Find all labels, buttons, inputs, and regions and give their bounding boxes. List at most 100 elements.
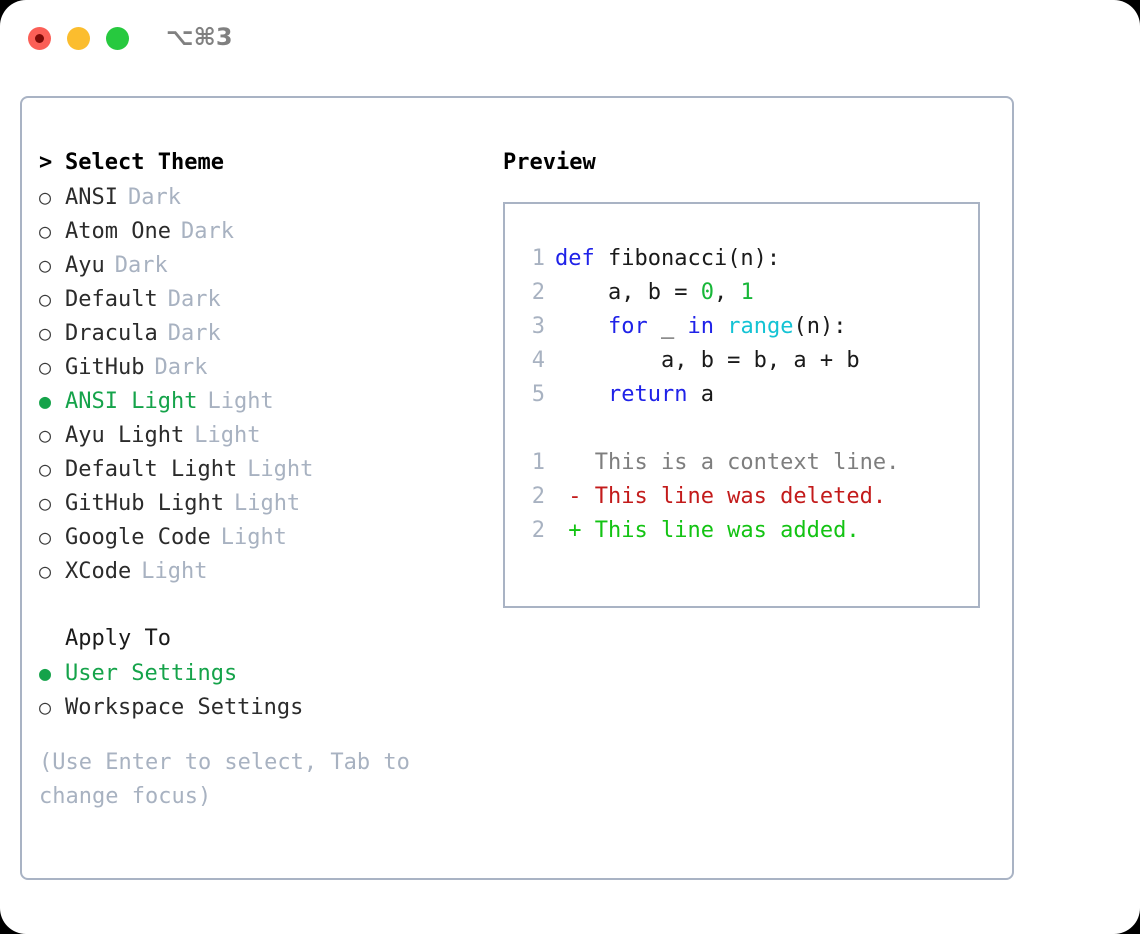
code-token-kw: def: [555, 246, 608, 271]
code-token-kw: return: [607, 382, 688, 407]
code-token-txt: fibonacci(n):: [607, 246, 781, 271]
apply-to-option-workspace-settings[interactable]: ○ Workspace Settings: [39, 690, 489, 724]
close-button[interactable]: [28, 27, 51, 50]
theme-option-variant: Dark: [180, 219, 234, 244]
minimize-button[interactable]: [67, 27, 90, 50]
theme-option-label: GitHub Light: [65, 491, 224, 516]
code-token-txt: (n):: [793, 314, 847, 339]
theme-option-variant: Dark: [127, 185, 181, 210]
maximize-button[interactable]: [106, 27, 129, 50]
preview-column: Preview 1 def fibonacci(n): 2 a, b = 0, 1 3…: [503, 146, 993, 608]
line-number: 2: [531, 518, 545, 543]
code-token-kw: for: [607, 314, 648, 339]
line-number: 2: [531, 280, 545, 305]
theme-option-variant: Dark: [167, 321, 221, 346]
select-theme-title: Select Theme: [65, 150, 224, 175]
code-line: 2 a, b = 0, 1: [519, 276, 978, 310]
line-number: 1: [531, 450, 545, 475]
window-titlebar: ⌥⌘3: [0, 0, 1140, 78]
theme-option-atom-one[interactable]: ○ Atom One Dark: [39, 214, 489, 248]
theme-option-ansi[interactable]: ○ ANSI Dark: [39, 180, 489, 214]
radio-unselected-icon: ○: [39, 457, 52, 481]
theme-option-label: Default: [65, 287, 158, 312]
theme-option-ayu[interactable]: ○ Ayu Dark: [39, 248, 489, 282]
theme-option-label: ANSI Light: [65, 389, 198, 414]
radio-unselected-icon: ○: [39, 219, 52, 243]
keyboard-shortcut-label: ⌥⌘3: [166, 23, 233, 51]
radio-selected-icon: ●: [39, 389, 52, 413]
apply-to-title: Apply To: [65, 626, 171, 651]
theme-option-default[interactable]: ○ Default Dark: [39, 282, 489, 316]
code-token-add: + This line was added.: [555, 518, 860, 543]
prompt-marker-icon: >: [39, 150, 53, 175]
theme-option-label: Dracula: [65, 321, 158, 346]
diff-line: 1 This is a context line.: [519, 446, 978, 480]
theme-option-label: GitHub: [65, 355, 145, 380]
theme-option-variant: Dark: [167, 287, 221, 312]
code-token-txt: [555, 382, 608, 407]
theme-option-label: XCode: [65, 559, 132, 584]
diff-line: 2 - This line was deleted.: [519, 480, 978, 514]
theme-option-google-code[interactable]: ○ Google Code Light: [39, 520, 489, 554]
theme-option-label: Google Code: [65, 525, 211, 550]
diff-sample: 1 This is a context line.2 - This line w…: [519, 446, 978, 548]
radio-unselected-icon: ○: [39, 559, 52, 583]
apply-to-header: Apply To: [39, 622, 489, 656]
theme-option-variant: Light: [207, 389, 274, 414]
theme-option-label: Atom One: [65, 219, 171, 244]
code-line: 1 def fibonacci(n):: [519, 242, 978, 276]
theme-option-label: Default Light: [65, 457, 238, 482]
code-token-txt: [714, 314, 727, 339]
theme-option-variant: Light: [141, 559, 208, 584]
radio-unselected-icon: ○: [39, 423, 52, 447]
line-number: 5: [531, 382, 545, 407]
theme-option-variant: Light: [247, 457, 314, 482]
radio-unselected-icon: ○: [39, 525, 52, 549]
section-spacer: [39, 588, 489, 622]
radio-unselected-icon: ○: [39, 185, 52, 209]
code-token-txt: _: [647, 314, 688, 339]
code-token-txt: a, b =: [555, 280, 701, 305]
code-line: 4 a, b = b, a + b: [519, 344, 978, 378]
code-sample: 1 def fibonacci(n): 2 a, b = 0, 1 3 for _ i…: [519, 242, 978, 412]
select-theme-header: > Select Theme: [39, 146, 489, 180]
radio-unselected-icon: ○: [39, 695, 52, 719]
apply-to-option-label: User Settings: [65, 661, 238, 686]
preview-title: Preview: [503, 150, 596, 175]
theme-option-variant: Dark: [114, 253, 168, 278]
theme-option-variant: Light: [233, 491, 301, 516]
theme-option-github-light[interactable]: ○ GitHub Light Light: [39, 486, 489, 520]
code-token-fn: range: [727, 314, 794, 339]
code-token-num: 0: [700, 280, 714, 305]
code-token-kw: in: [687, 314, 714, 339]
radio-unselected-icon: ○: [39, 491, 52, 515]
diff-line: 2 + This line was added.: [519, 514, 978, 548]
line-number: 1: [531, 246, 545, 271]
apply-to-option-label: Workspace Settings: [65, 695, 304, 720]
theme-option-label: Ayu: [65, 253, 105, 278]
theme-option-label: ANSI: [65, 185, 118, 210]
radio-unselected-icon: ○: [39, 287, 52, 311]
code-diff-gap: [519, 412, 978, 446]
apply-to-option-user-settings[interactable]: ●User Settings: [39, 656, 489, 690]
line-number: 4: [531, 348, 545, 373]
theme-option-variant: Light: [220, 525, 287, 550]
theme-option-variant: Dark: [154, 355, 208, 380]
theme-option-variant: Light: [194, 423, 261, 448]
keyboard-hint-text: (Use Enter to select, Tab to change focu…: [39, 750, 410, 809]
preview-box: 1 def fibonacci(n): 2 a, b = 0, 1 3 for _ i…: [503, 202, 980, 608]
radio-unselected-icon: ○: [39, 253, 52, 277]
theme-option-ansi-light[interactable]: ● ANSI Light Light: [39, 384, 489, 418]
theme-option-default-light[interactable]: ○ Default Light Light: [39, 452, 489, 486]
theme-option-xcode[interactable]: ○ XCode Light: [39, 554, 489, 588]
code-token-num: 1: [740, 280, 754, 305]
code-token-txt: a: [687, 382, 714, 407]
line-number: 3: [531, 314, 545, 339]
